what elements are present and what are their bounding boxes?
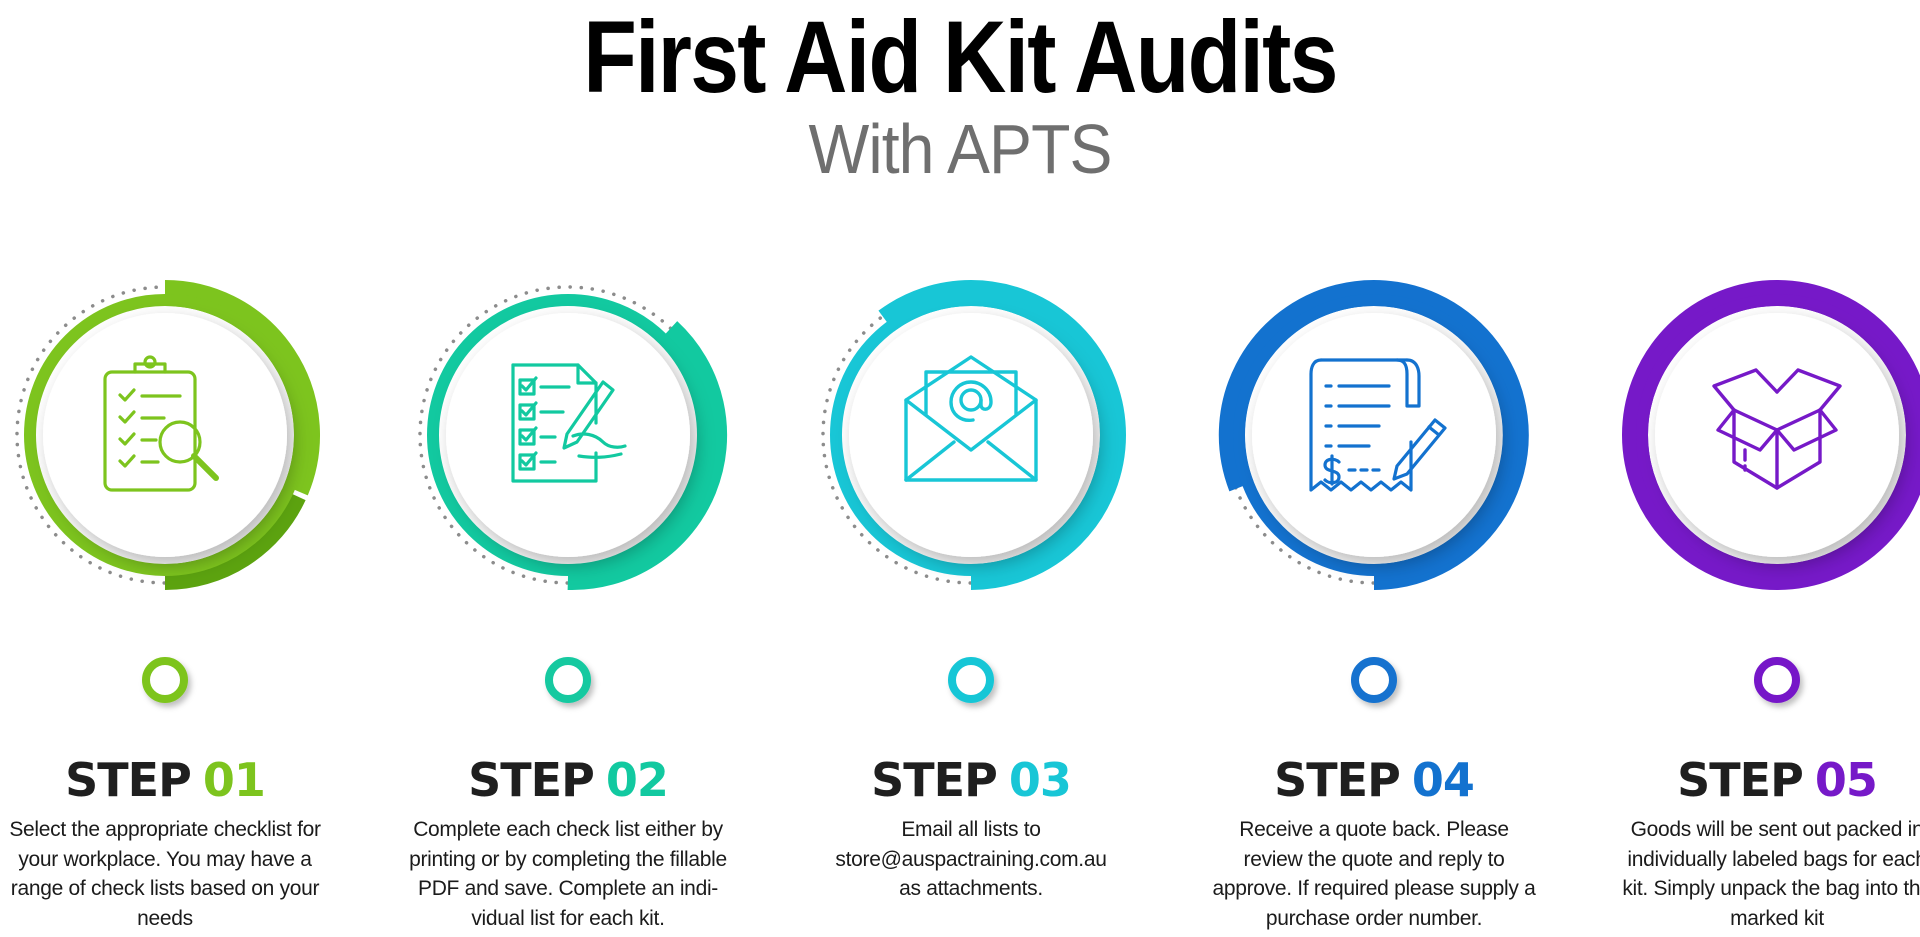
step-05-marker [1752,655,1802,705]
progress-arc-inner [24,294,306,576]
step-05-ring [1622,280,1920,590]
icon-disc [1252,313,1496,557]
step-number: 03 [1008,753,1072,807]
description-line: Complete each check list either by [413,818,723,841]
description-line: PDF and save. Complete an indi- [417,877,719,900]
step-04-marker [1349,655,1399,705]
progress-arc-inner [1636,294,1918,576]
icon-disc [849,313,1093,557]
step-word: STEP [468,753,595,807]
page-subtitle: With APTS [808,110,1112,188]
description-line: as attachments. [899,877,1043,900]
description-line: marked kit [1730,906,1824,930]
progress-arc-outer [1218,280,1529,590]
email-envelope-at-icon [904,355,1038,482]
step-word: STEP [871,753,998,807]
step-04-graphic [1209,270,1539,600]
step-02-ring [418,285,728,591]
description-line: approve. If required please supply a [1212,877,1536,900]
description-line: Receive a quote back. Please [1239,818,1509,841]
step-number: 04 [1411,753,1475,807]
step-number: 01 [202,753,266,807]
open-box-icon [1712,368,1842,490]
progress-arc-outer [164,280,321,496]
clipboard-checklist-magnifier-icon [103,355,219,492]
step-02-marker [543,655,593,705]
progress-arc-outer [1622,280,1920,590]
step-04-description: Receive a quote back. Please review the … [1204,815,1544,933]
progress-arc-lead [878,280,972,332]
description-line: purchase order number. [1265,906,1483,930]
description-line: range of check lists based on your [10,877,320,900]
progress-arc-inner [427,294,709,576]
description-line: needs [137,906,193,930]
progress-arc-inner [830,294,1112,576]
step-word: STEP [1677,753,1804,807]
description-line: printing or by completing the fillable [409,847,727,871]
step-02-description: Complete each check list either by print… [398,815,738,933]
description-line: individually labeled bags for each [1627,847,1920,871]
step-01-marker [140,655,190,705]
icon-disc [43,313,287,557]
step-word: STEP [65,753,192,807]
step-03-marker [946,655,996,705]
description-line: Select the appropriate checklist for [9,818,321,841]
step-01-description: Select the appropriate checklist for you… [0,815,335,933]
step-04-ring [1218,280,1529,590]
progress-arc-tail [164,488,306,590]
step-03-graphic [806,270,1136,600]
receipt-dollar-pen-icon [1309,358,1447,492]
page-title: First Aid Kit Audits [583,0,1338,114]
step-05-description: Goods will be sent out packed in individ… [1607,815,1920,933]
description-line: store@auspactraining.com.au [835,847,1107,871]
checklist-pen-hand-icon [511,363,627,483]
step-01-ring [15,280,321,590]
description-line: your workplace. You may have a [18,847,312,871]
step-number: 05 [1814,753,1878,807]
step-05-graphic [1612,270,1920,600]
description-line: kit. Simply unpack the bag into the [1622,877,1920,900]
step-number: 02 [605,753,669,807]
step-03-ring [821,280,1126,590]
description-line: Goods will be sent out packed in [1630,818,1920,841]
description-line: Email all lists to [901,818,1041,841]
step-03-description: Email all lists to store@auspactraining.… [801,815,1141,904]
step-01-graphic [0,270,330,600]
step-02-graphic [403,270,733,600]
progress-arc-outer [970,280,1126,590]
description-line: vidual list for each kit. [471,906,665,930]
step-word: STEP [1274,753,1401,807]
progress-arc-inner [1233,294,1515,576]
description-line: review the quote and reply to [1243,847,1505,871]
progress-arc-outer [567,321,728,591]
